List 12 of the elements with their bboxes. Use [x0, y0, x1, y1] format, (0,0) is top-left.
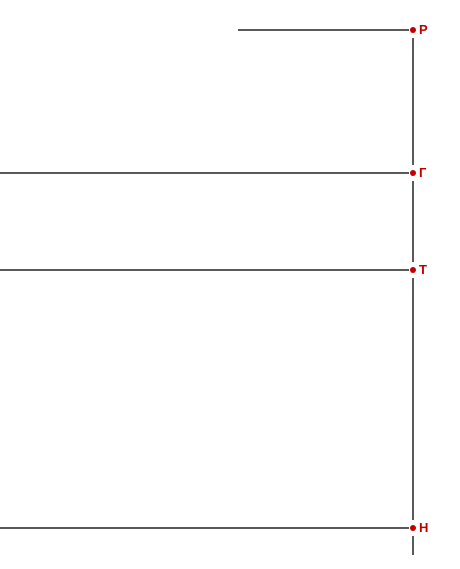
- point-label: Р: [419, 22, 428, 38]
- point-label: Н: [419, 520, 428, 536]
- construction-line: [0, 527, 409, 529]
- point-label: Г: [419, 165, 426, 181]
- construction-line: [412, 38, 414, 165]
- point-label: Т: [419, 262, 427, 278]
- construction-line: [0, 269, 409, 271]
- construction-line: [0, 172, 409, 174]
- construction-line: [412, 278, 414, 520]
- construction-line: [412, 181, 414, 262]
- construction-line: [412, 536, 414, 555]
- construction-line: [238, 29, 409, 31]
